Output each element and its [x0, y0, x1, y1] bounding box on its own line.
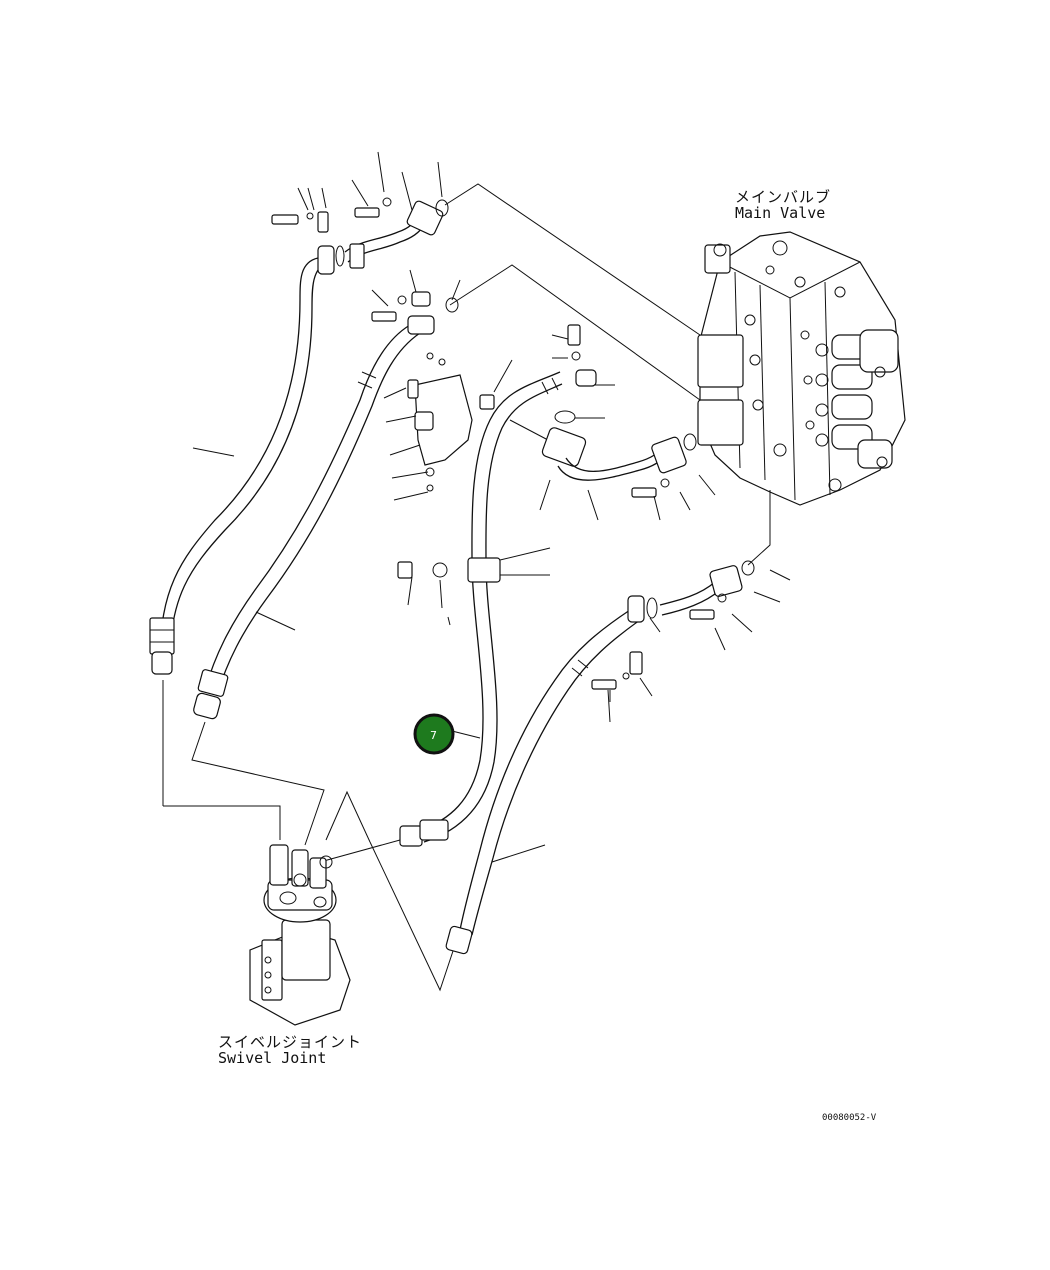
hose-2: [193, 324, 421, 720]
part-reference-leaders: [297, 151, 791, 723]
top-pipe-fittings: [271, 197, 755, 690]
main-valve-label-en: Main Valve: [735, 204, 825, 222]
hotspot-number[interactable]: 7: [430, 729, 437, 742]
swivel-joint-label-jp: スイベルジョイント: [218, 1033, 362, 1051]
hose-3: [399, 371, 563, 847]
hose-1: [149, 257, 329, 675]
leader-lines: [162, 183, 771, 992]
drawing-code: 00080052-V: [822, 1113, 877, 1123]
hotspot-marker[interactable]: [413, 713, 455, 755]
swivel-joint-label-en: Swivel Joint: [218, 1049, 326, 1067]
part-hotspot-7[interactable]: 7: [413, 713, 455, 755]
swivel-joint: [249, 844, 351, 1026]
main-valve-label-jp: メインバルブ: [735, 188, 831, 206]
hose-4: [445, 609, 641, 955]
main-valve: [697, 231, 906, 506]
